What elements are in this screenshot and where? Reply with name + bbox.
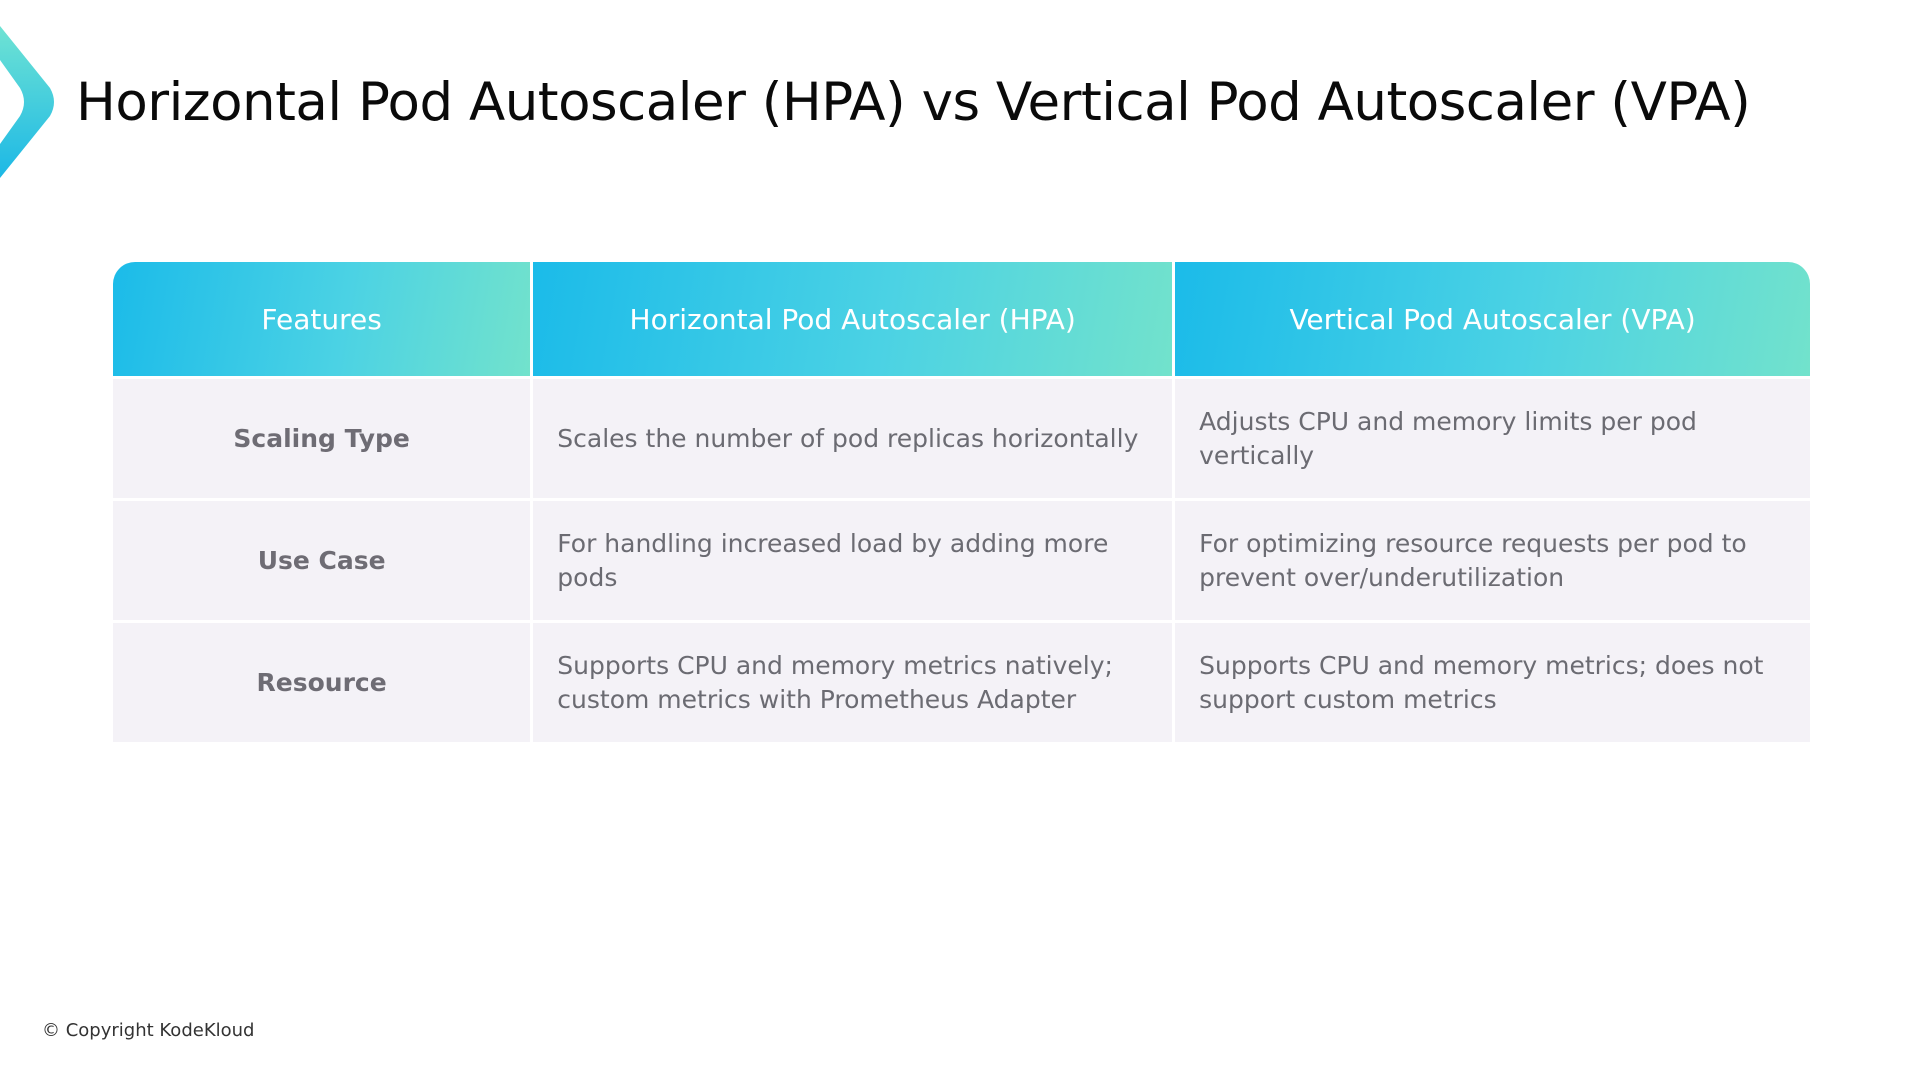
page-title: Horizontal Pod Autoscaler (HPA) vs Verti… xyxy=(76,72,1751,133)
feature-cell: Resource xyxy=(113,623,531,742)
header-hpa: Horizontal Pod Autoscaler (HPA) xyxy=(533,262,1173,376)
kodekloud-chevron-logo-icon xyxy=(0,26,54,178)
table-row: Resource Supports CPU and memory metrics… xyxy=(113,623,1810,742)
vpa-cell: Adjusts CPU and memory limits per pod ve… xyxy=(1175,379,1810,498)
hpa-cell: Scales the number of pod replicas horizo… xyxy=(533,379,1173,498)
vpa-cell: For optimizing resource requests per pod… xyxy=(1175,501,1810,620)
feature-cell: Use Case xyxy=(113,501,531,620)
table-header-row: Features Horizontal Pod Autoscaler (HPA)… xyxy=(113,262,1810,376)
header-features: Features xyxy=(113,262,531,376)
hpa-cell: For handling increased load by adding mo… xyxy=(533,501,1173,620)
table-row: Use Case For handling increased load by … xyxy=(113,501,1810,620)
comparison-table: Features Horizontal Pod Autoscaler (HPA)… xyxy=(113,262,1810,742)
header-vpa: Vertical Pod Autoscaler (VPA) xyxy=(1175,262,1810,376)
feature-cell: Scaling Type xyxy=(113,379,531,498)
vpa-cell: Supports CPU and memory metrics; does no… xyxy=(1175,623,1810,742)
hpa-cell: Supports CPU and memory metrics natively… xyxy=(533,623,1173,742)
table-row: Scaling Type Scales the number of pod re… xyxy=(113,379,1810,498)
copyright-footer: © Copyright KodeKloud xyxy=(42,1020,255,1041)
